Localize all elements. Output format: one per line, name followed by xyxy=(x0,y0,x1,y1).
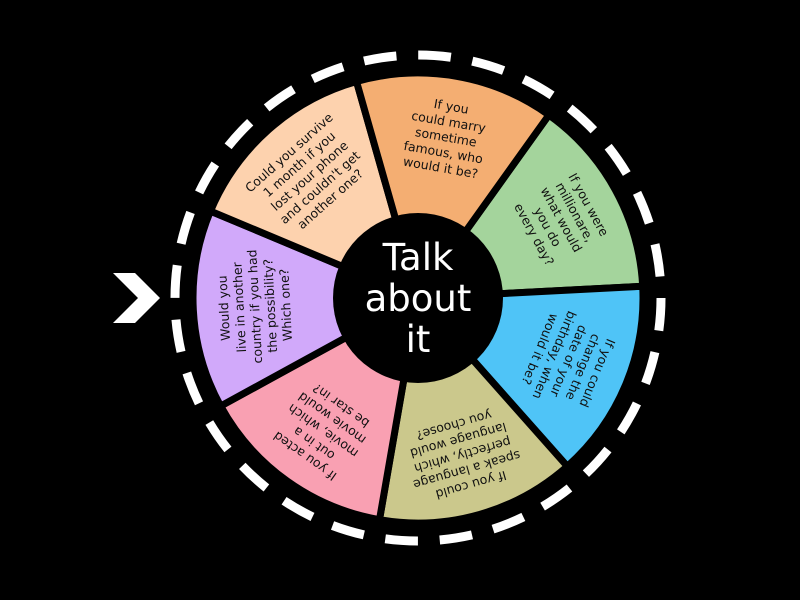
wheel-segment-millionaire[interactable]: If you weremillionare,what wouldyou doev… xyxy=(414,111,647,302)
wheel-segment-birthday[interactable]: If you couldchange thedate of yourbirthd… xyxy=(414,282,647,470)
rim-dashes xyxy=(170,50,666,546)
center-label-line-1: Talk xyxy=(382,236,454,279)
center-label-line-3: it xyxy=(406,318,431,361)
segment-question: Would youlive in anothercountry if you h… xyxy=(213,248,296,366)
center-label-line-2: about xyxy=(365,277,472,320)
segment-question: If you actedout in amovie, whichmovie wo… xyxy=(267,376,379,487)
center-circle xyxy=(333,213,503,383)
pointer-arrow xyxy=(113,273,160,323)
segment-question: If you weremillionare,what wouldyou doev… xyxy=(510,169,612,269)
wheel-center-hub[interactable]: Talk about it xyxy=(333,213,503,383)
wheel-segment-country[interactable]: Would youlive in anothercountry if you h… xyxy=(189,207,422,410)
chevron-right-icon xyxy=(113,273,160,323)
segment-question: If youcould marrysometimefamous, whowoul… xyxy=(400,92,492,182)
segment-wedge xyxy=(189,207,422,410)
